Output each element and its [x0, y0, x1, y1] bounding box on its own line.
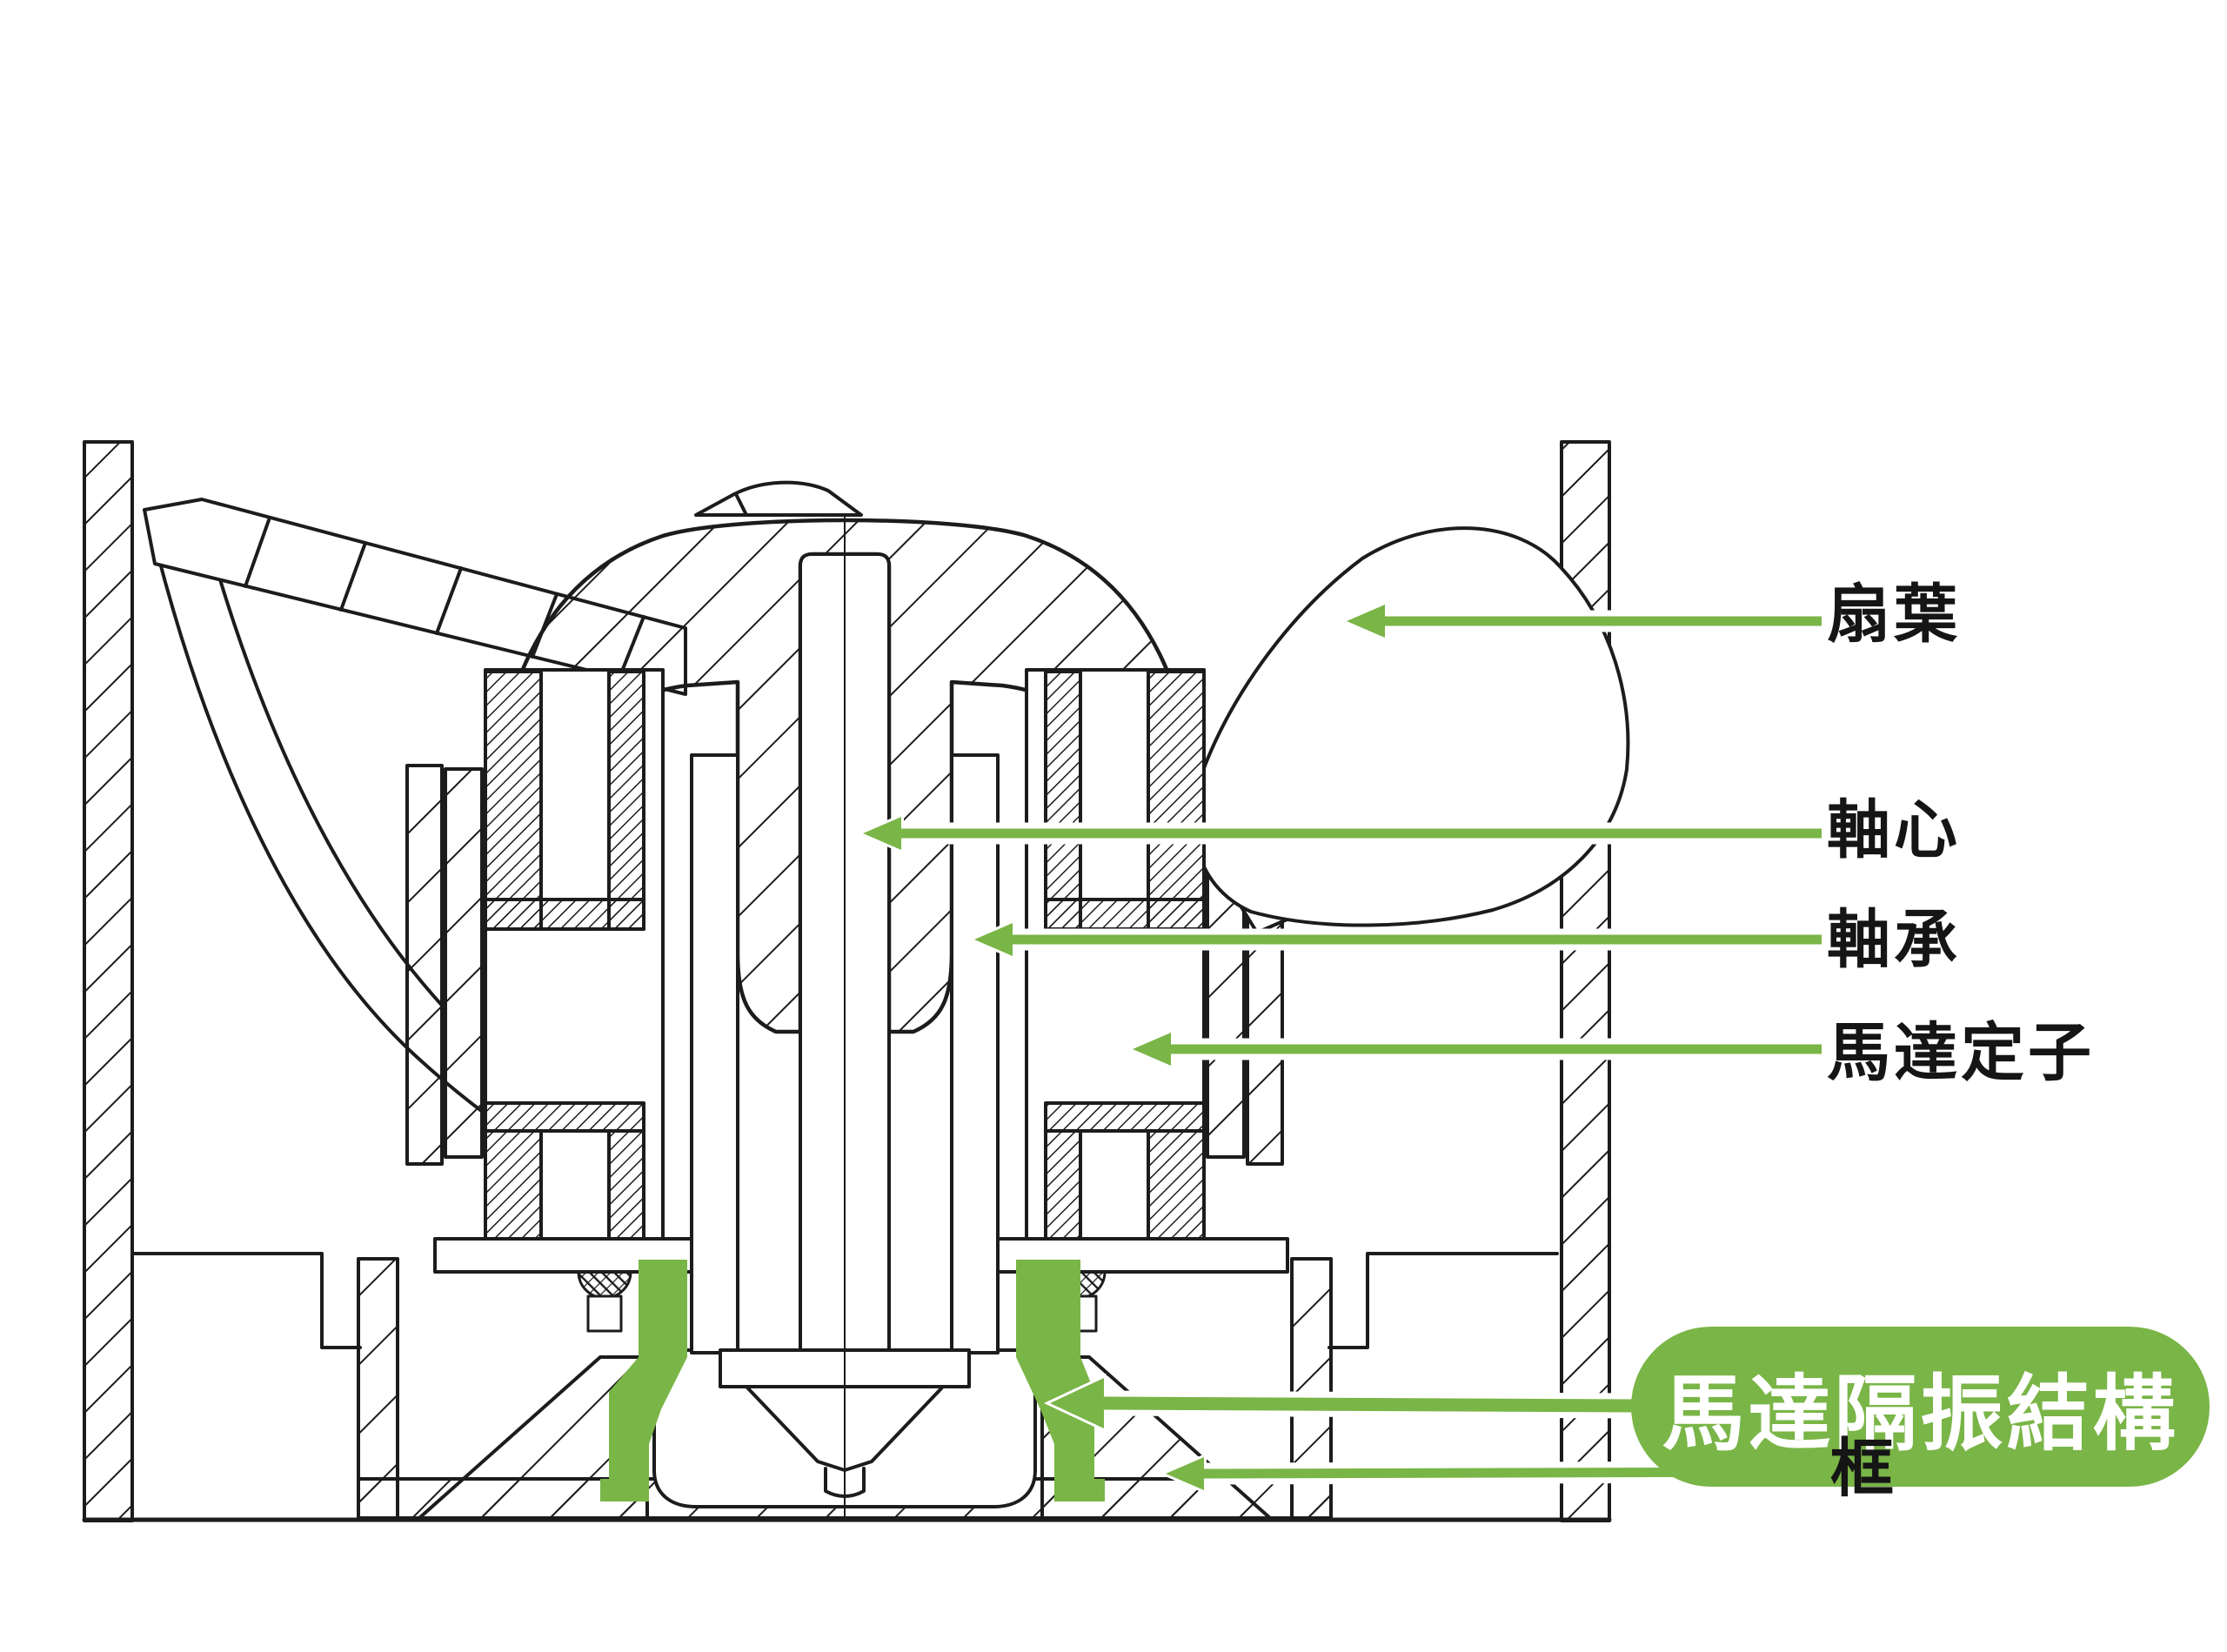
motor-stator-right	[1025, 668, 1206, 1242]
motor-stator-left	[484, 668, 665, 1242]
circuit-board	[433, 1237, 1289, 1333]
shaft	[719, 514, 971, 1519]
label-shaft: 軸心	[1827, 795, 1961, 866]
bearing-tube	[690, 753, 1000, 1354]
label-motor-isolation-pill: 馬達隔振結構	[1631, 1327, 2210, 1487]
label-frame: 框	[1830, 1434, 1897, 1505]
label-fan-blade: 扇葉	[1827, 579, 1961, 651]
motor-isolation-structure	[600, 1260, 1105, 1502]
label-bearing: 軸承	[1827, 905, 1961, 976]
frame-wall-left	[83, 440, 134, 1522]
label-motor-stator: 馬達定子	[1827, 1018, 2095, 1089]
